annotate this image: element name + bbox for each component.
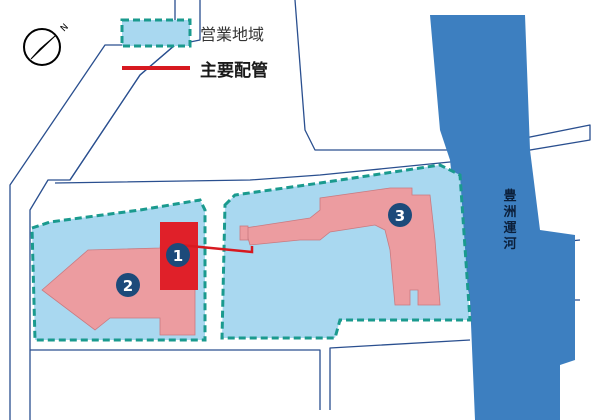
pipe-end-marker xyxy=(239,225,249,241)
legend-main-pipe-label: 主要配管 xyxy=(200,60,268,81)
legend-business-area-label: 営業地域 xyxy=(200,25,264,44)
marker-3[interactable]: 3 xyxy=(388,203,412,227)
road-network xyxy=(9,0,591,420)
svg-text:運: 運 xyxy=(503,221,516,236)
svg-text:河: 河 xyxy=(503,236,516,252)
svg-text:2: 2 xyxy=(123,277,133,295)
svg-text:豊: 豊 xyxy=(503,188,516,204)
svg-text:3: 3 xyxy=(395,207,405,225)
svg-text:洲: 洲 xyxy=(503,205,516,220)
svg-text:1: 1 xyxy=(173,247,183,265)
legend: 営業地域 主要配管 xyxy=(120,18,268,81)
marker-1[interactable]: 1 xyxy=(166,243,190,267)
main-pipe-line xyxy=(179,243,254,254)
canal-label: 豊 洲 運 河 xyxy=(503,188,516,252)
road-outline-lower xyxy=(30,349,321,410)
marker-2[interactable]: 2 xyxy=(116,273,140,297)
legend-business-area-swatch xyxy=(120,18,192,48)
north-arrow-icon: N xyxy=(23,22,71,66)
svg-text:N: N xyxy=(59,22,71,34)
road-outline-top-right xyxy=(54,0,591,184)
canal-area xyxy=(430,15,575,420)
road-outline-lower-right xyxy=(329,339,471,410)
